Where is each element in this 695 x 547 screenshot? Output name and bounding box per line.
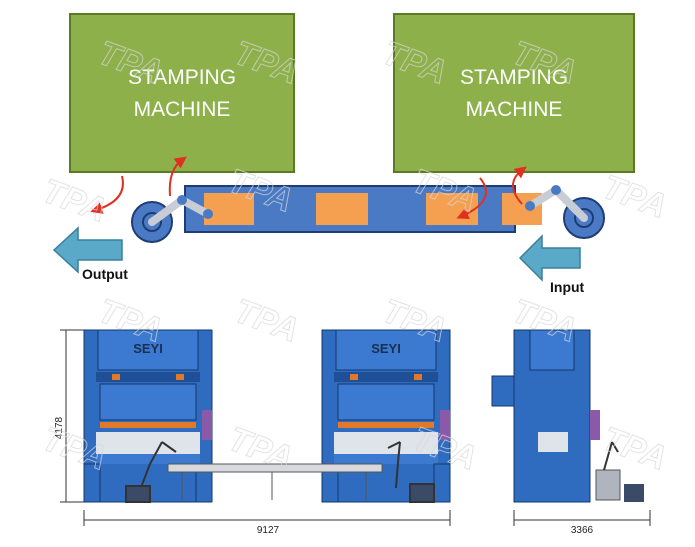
right-machine-line1: STAMPING <box>460 66 568 89</box>
right-machine-line2: MACHINE <box>466 98 563 121</box>
press-right: SEYI <box>321 329 451 503</box>
input-arrow-icon <box>518 234 581 282</box>
robot-right-3d <box>387 441 435 503</box>
robot-arm-left <box>131 195 213 243</box>
press-right-logo: SEYI <box>371 341 401 356</box>
conveyor <box>184 185 542 233</box>
left-machine-line2: MACHINE <box>134 98 231 121</box>
output-label: Output <box>82 266 128 282</box>
press-side-view <box>491 329 644 503</box>
press-left: SEYI <box>83 329 213 503</box>
robot-left-3d <box>125 441 177 503</box>
width-dimension-label: 3366 <box>571 525 594 536</box>
dimension-width <box>513 510 651 526</box>
svg-text:TPA: TPA <box>597 168 672 226</box>
part-2 <box>316 193 368 225</box>
dimension-height <box>60 329 84 503</box>
conveyor-table <box>167 463 383 500</box>
svg-text:TPA: TPA <box>37 172 112 230</box>
stamping-machine-left: STAMPING MACHINE <box>69 13 295 173</box>
part-1 <box>204 193 254 225</box>
left-machine-line1: STAMPING <box>128 66 236 89</box>
robot-arm-right <box>525 185 605 239</box>
transfer-arrows <box>90 156 527 220</box>
stamping-machine-right: STAMPING MACHINE <box>393 13 635 173</box>
svg-text:TPA: TPA <box>229 292 304 350</box>
output-arrow-icon <box>52 226 123 274</box>
input-label: Input <box>550 279 585 295</box>
height-dimension-label: 4178 <box>54 416 65 439</box>
length-dimension-label: 9127 <box>257 525 280 536</box>
svg-text:TPA: TPA <box>597 420 672 478</box>
press-left-logo: SEYI <box>133 341 163 356</box>
dimension-length <box>83 510 451 526</box>
